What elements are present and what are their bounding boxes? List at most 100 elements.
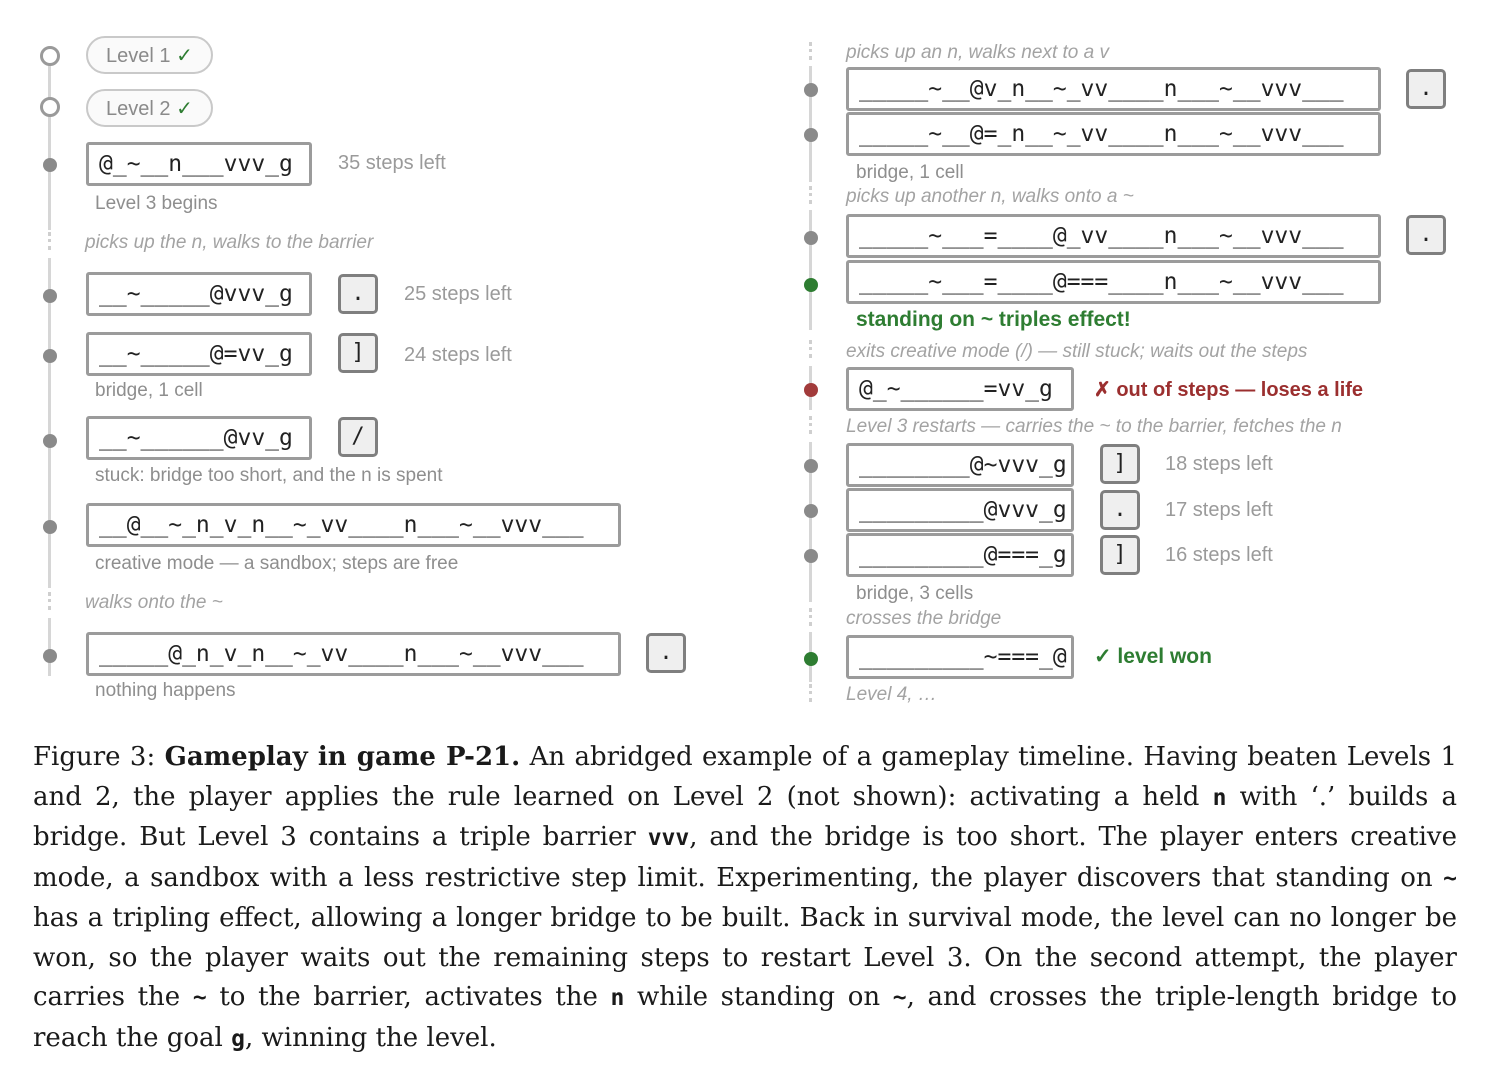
event-note: bridge, 3 cells: [856, 583, 974, 604]
figure-caption: Figure 3: Gameplay in game P-21. An abri…: [33, 738, 1457, 1059]
caption-code: ~: [1443, 865, 1457, 892]
level-pill: Level 2 ✓: [86, 89, 213, 127]
timeline-node: [804, 128, 818, 142]
caption-text: while standing on: [637, 982, 881, 1012]
caption-code: g: [231, 1025, 245, 1052]
event-note: nothing happens: [95, 680, 236, 701]
steps-left: 18 steps left: [1165, 453, 1273, 475]
timeline-rail-dotted: [809, 186, 812, 204]
game-board: @_~______=vv_g: [846, 367, 1074, 411]
game-board: __@__~_n_v_n__~_vv____n___~__vvv___: [86, 503, 621, 547]
game-board: _________~===_@: [846, 635, 1074, 679]
key-press: .: [646, 633, 686, 673]
interlude-note: picks up the n, walks to the barrier: [85, 232, 374, 253]
caption-label: Figure 3:: [33, 742, 156, 772]
timeline-rail-dotted: [48, 232, 51, 250]
interlude-note: Level 3 restarts — carries the ~ to the …: [846, 416, 1342, 437]
steps-left: 24 steps left: [404, 344, 512, 366]
timeline-rail-dotted: [809, 684, 812, 702]
timeline-rail: [809, 442, 812, 602]
key-press: .: [338, 274, 378, 314]
key-press: .: [1100, 490, 1140, 530]
interlude-note: exits creative mode (/) — still stuck; w…: [846, 341, 1308, 362]
timeline-node: [40, 97, 60, 117]
level-label: Level 2: [106, 98, 171, 120]
timeline-node-failure: [804, 383, 818, 397]
game-board: _____~___=____@===____n___~__vvv___: [846, 260, 1381, 304]
timeline-node: [804, 504, 818, 518]
game-board: __~_____@=vv_g: [86, 332, 312, 376]
event-note: bridge, 1 cell: [95, 380, 203, 401]
game-board: _____@_n_v_n__~_vv____n___~__vvv___: [86, 632, 621, 676]
timeline-node: [40, 46, 60, 66]
timeline-node-success: [804, 278, 818, 292]
caption-code: ~: [192, 985, 207, 1011]
caption-title: Gameplay in game P-21.: [164, 742, 521, 772]
steps-left: 16 steps left: [1165, 544, 1273, 566]
timeline-rail: [809, 210, 812, 330]
caption-code: n: [610, 985, 625, 1011]
timeline-rail-dotted: [809, 608, 812, 626]
timeline-rail: [48, 60, 51, 98]
game-board: @_~__n___vvv_g: [86, 142, 312, 186]
timeline-rail-dotted: [809, 416, 812, 434]
check-icon: ✓: [176, 98, 193, 120]
key-press: /: [338, 417, 378, 457]
event-note: creative mode — a sandbox; steps are fre…: [95, 553, 459, 574]
caption-text: with ‘.’ builds a bridge. But Level 3 co…: [33, 781, 1458, 853]
timeline-rail-dotted: [809, 42, 812, 60]
timeline-rail-dotted: [48, 592, 51, 610]
level-won-note: ✓ level won: [1094, 645, 1212, 668]
caption-text: An abridged example of a gameplay timeli…: [33, 742, 1458, 812]
game-board: _____~___=____@_vv____n___~__vvv___: [846, 214, 1381, 258]
interlude-note: Level 4, …: [846, 684, 937, 705]
event-note: Level 3 begins: [95, 193, 218, 214]
key-press: .: [1406, 215, 1446, 255]
caption-text: , winning the level.: [244, 1022, 497, 1053]
timeline-node: [43, 289, 57, 303]
interlude-note: picks up an n, walks next to a v: [846, 42, 1109, 63]
timeline-node: [43, 520, 57, 534]
timeline-node: [43, 434, 57, 448]
interlude-note: crosses the bridge: [846, 608, 1002, 629]
timeline-rail: [48, 618, 51, 676]
interlude-note: picks up another n, walks onto a ~: [846, 186, 1134, 207]
interlude-note: walks onto the ~: [85, 592, 223, 613]
caption-text: , and the bridge is too short. The playe…: [33, 822, 1457, 893]
level-label: Level 1: [106, 45, 171, 67]
timeline-node: [804, 231, 818, 245]
level-pill: Level 1 ✓: [86, 36, 213, 74]
timeline-node: [804, 459, 818, 473]
caption-code: ~: [892, 985, 907, 1011]
game-board: _____~__@v_n__~_vv____n___~__vvv___: [846, 67, 1381, 111]
timeline-node: [43, 349, 57, 363]
caption-code: n: [1212, 784, 1227, 811]
caption-text: to the barrier, activates the: [219, 982, 598, 1012]
game-board: _________@vvv_g: [846, 488, 1074, 532]
steps-left: 17 steps left: [1165, 499, 1273, 521]
event-note: stuck: bridge too short, and the n is sp…: [95, 465, 443, 486]
game-board: _________@===_g: [846, 533, 1074, 577]
check-icon: ✓: [176, 45, 193, 67]
steps-left: 35 steps left: [338, 152, 446, 174]
key-press: ]: [338, 333, 378, 373]
caption-text: , and crosses the triple-length bridge t…: [33, 982, 1458, 1053]
loses-life-note: ✗ out of steps — loses a life: [1094, 379, 1364, 401]
timeline-node: [804, 549, 818, 563]
caption-text: has a tripling effect, allowing a longer…: [33, 903, 1457, 1012]
timeline-node-success: [804, 652, 818, 666]
timeline-node: [43, 158, 57, 172]
triple-effect-note: standing on ~ triples effect!: [856, 308, 1131, 331]
key-press: ]: [1100, 444, 1140, 484]
game-board: ________@~vvv_g: [846, 443, 1074, 487]
key-press: .: [1406, 69, 1446, 109]
game-board: _____~__@=_n__~_vv____n___~__vvv___: [846, 112, 1381, 156]
timeline-node: [43, 649, 57, 663]
game-board: __~_____@vvv_g: [86, 272, 312, 316]
timeline-rail: [809, 66, 812, 182]
game-board: __~______@vv_g: [86, 416, 312, 460]
timeline-rail: [48, 258, 51, 588]
event-note: bridge, 1 cell: [856, 162, 964, 183]
steps-left: 25 steps left: [404, 283, 512, 305]
key-press: ]: [1100, 535, 1140, 575]
